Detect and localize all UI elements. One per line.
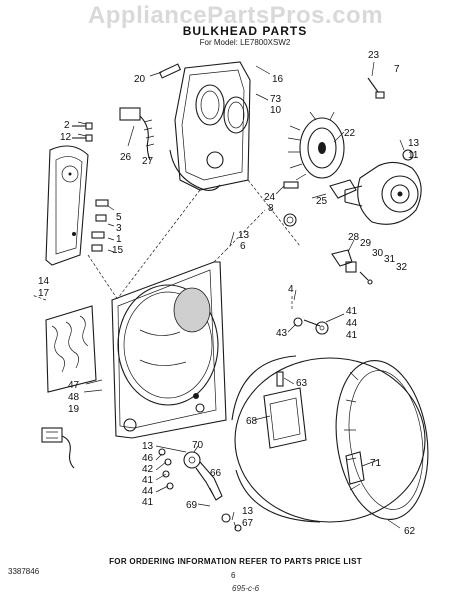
callout-15: 15 <box>112 245 124 256</box>
callout-7: 7 <box>394 64 400 75</box>
callout-13-mid: 13 <box>238 230 250 241</box>
callout-23: 23 <box>368 50 380 61</box>
callout-17: 17 <box>38 288 50 299</box>
document-number: 3387846 <box>8 567 40 576</box>
parts-46-42-41-44-hardware <box>158 448 174 490</box>
part-43-drum-roller <box>291 296 329 335</box>
part-11-drive-motor <box>344 149 422 225</box>
callout-24: 24 <box>264 192 276 203</box>
callout-43: 43 <box>276 328 288 339</box>
callout-14: 14 <box>38 276 50 287</box>
part-23-screw <box>367 77 385 99</box>
part-70-idler-pulley <box>183 451 242 532</box>
callout-46: 46 <box>142 453 154 464</box>
callout-32: 32 <box>396 262 408 273</box>
reference-lines <box>87 179 301 301</box>
callout-42: 42 <box>142 464 154 475</box>
part-68-baffle <box>263 387 307 449</box>
part-2-screw <box>72 122 93 142</box>
callout-41-left-a: 41 <box>142 475 154 486</box>
part-25-bracket <box>329 179 357 199</box>
callout-28: 28 <box>348 232 360 243</box>
part-47-heating-element <box>31 294 97 393</box>
callout-2: 2 <box>64 120 70 131</box>
diagram-title: BULKHEAD PARTS <box>182 24 308 38</box>
ordering-note: FOR ORDERING INFORMATION REFER TO PARTS … <box>109 557 362 566</box>
callout-29: 29 <box>360 238 372 249</box>
parts-5-3-1-15-hardware <box>91 199 109 252</box>
callout-8: 8 <box>268 203 274 214</box>
callout-13-top: 13 <box>408 138 420 149</box>
callout-26: 26 <box>120 152 132 163</box>
callout-44-left: 44 <box>142 486 154 497</box>
callout-69: 69 <box>186 500 198 511</box>
callout-30: 30 <box>372 248 384 259</box>
callout-19: 19 <box>68 404 80 415</box>
model-subtitle: For Model: LE7800XSW2 <box>199 38 291 47</box>
callout-62: 62 <box>404 526 416 537</box>
callout-70: 70 <box>192 440 204 451</box>
part-22-blower-wheel <box>287 111 345 181</box>
callout-12: 12 <box>60 132 72 143</box>
page-number: 6 <box>231 571 236 580</box>
rear-bracket-assembly <box>169 61 251 191</box>
callout-1: 1 <box>116 234 122 245</box>
callout-47: 47 <box>68 380 80 391</box>
callout-31: 31 <box>384 254 396 265</box>
part-71-drum-baffle <box>345 451 365 485</box>
callout-13-lower: 13 <box>142 441 154 452</box>
part-26-thermal-fuse <box>119 107 155 161</box>
callout-5: 5 <box>116 212 122 223</box>
callout-13-bottom: 13 <box>242 506 254 517</box>
part-24-clamp <box>283 181 299 227</box>
callout-68: 68 <box>246 416 258 427</box>
callout-3: 3 <box>116 223 122 234</box>
callout-25: 25 <box>316 196 328 207</box>
callout-41-right-bottom: 41 <box>346 330 358 341</box>
callout-27: 27 <box>142 156 154 167</box>
callout-20: 20 <box>134 74 146 85</box>
callout-67: 67 <box>242 518 254 529</box>
callout-labels: 20 16 23 7 73 10 2 12 22 13 11 26 27 24 … <box>38 50 420 537</box>
parts-28-32-door-switch <box>331 249 373 285</box>
callout-4: 4 <box>288 284 294 295</box>
bulkhead-panel <box>111 249 227 439</box>
callout-73: 73 <box>270 94 282 105</box>
callout-22: 22 <box>344 128 356 139</box>
part-73-seal-ring <box>223 96 249 134</box>
part-63-screw <box>276 371 284 387</box>
callout-41-right-top: 41 <box>346 306 358 317</box>
callout-71: 71 <box>370 458 382 469</box>
callout-44-right: 44 <box>346 318 358 329</box>
callout-11: 11 <box>408 150 419 161</box>
watermark-logo: AppliancePartsPros.com <box>87 2 384 29</box>
callout-6: 6 <box>240 241 246 252</box>
callout-41-left-b: 41 <box>142 497 154 508</box>
callout-48: 48 <box>68 392 80 403</box>
part-19-terminal-block <box>41 427 75 469</box>
part-14-heater-duct <box>45 145 89 266</box>
callout-leader-lines <box>77 61 405 529</box>
callout-10: 10 <box>270 105 282 116</box>
callout-63: 63 <box>296 378 308 389</box>
part-62-drum <box>231 355 429 523</box>
callout-66: 66 <box>210 468 222 479</box>
handwritten-note: 695-c-6 <box>232 584 260 593</box>
part-20-pin <box>158 63 182 79</box>
callout-16: 16 <box>272 74 284 85</box>
